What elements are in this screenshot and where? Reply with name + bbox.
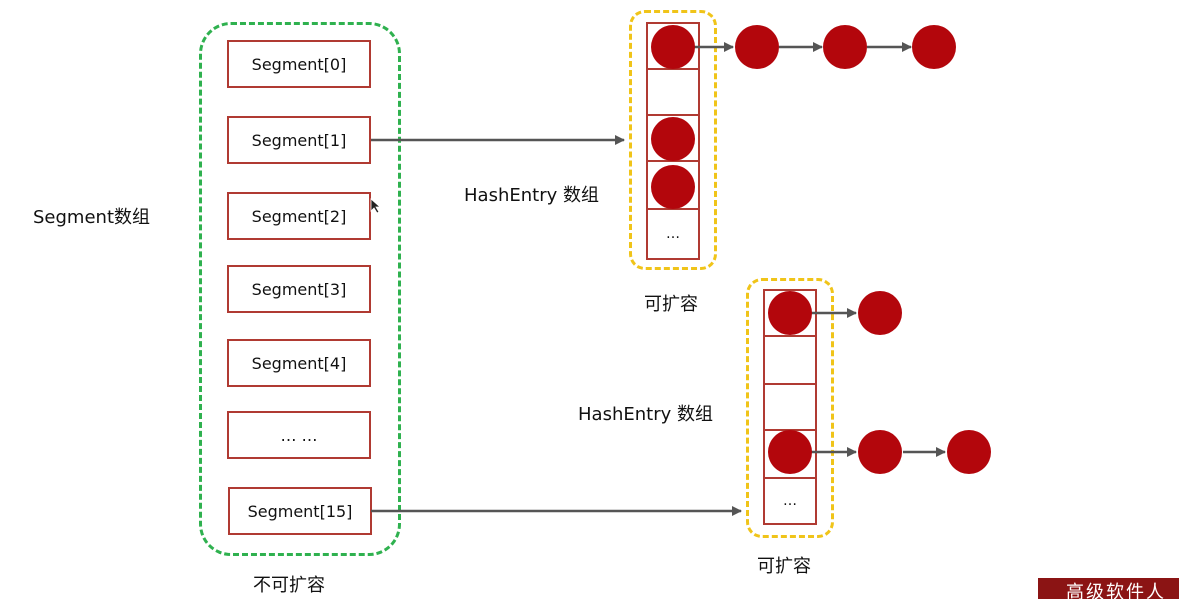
bucket-ellipsis: … xyxy=(763,477,817,525)
mouse-cursor-icon xyxy=(370,198,382,214)
bucket-ellipsis: … xyxy=(646,208,700,260)
segment-array-label: Segment数组 xyxy=(33,207,150,228)
segment-2: Segment[2] xyxy=(227,192,371,240)
hashentry-node xyxy=(735,25,779,69)
hashentry-bottom-array: … xyxy=(763,289,817,525)
hashentry-top-boundary xyxy=(629,10,717,270)
hashentry-top-caption: 可扩容 xyxy=(644,294,698,315)
segment-array-caption: 不可扩容 xyxy=(253,575,325,596)
hashentry-node xyxy=(651,165,695,209)
hashentry-bottom-caption: 可扩容 xyxy=(757,556,811,577)
hashentry-node xyxy=(651,25,695,69)
hashentry-node xyxy=(858,291,902,335)
hashentry-node xyxy=(651,117,695,161)
segment-1: Segment[1] xyxy=(227,116,371,164)
segment-ellipsis: … … xyxy=(227,411,371,459)
hashentry-node xyxy=(768,430,812,474)
segment-15: Segment[15] xyxy=(228,487,372,535)
hashentry-bottom-label: HashEntry 数组 xyxy=(578,404,713,425)
hashentry-top-label: HashEntry 数组 xyxy=(464,185,599,206)
segment-3: Segment[3] xyxy=(227,265,371,313)
brand-ribbon: 高级软件人 xyxy=(1038,578,1179,599)
hashentry-node xyxy=(912,25,956,69)
hashentry-node xyxy=(768,291,812,335)
hashentry-node xyxy=(947,430,991,474)
hashentry-node xyxy=(823,25,867,69)
segment-array-boundary xyxy=(199,22,401,556)
segment-4: Segment[4] xyxy=(227,339,371,387)
bucket xyxy=(763,383,817,431)
segment-0: Segment[0] xyxy=(227,40,371,88)
hashentry-bottom-boundary xyxy=(746,278,834,538)
hashentry-node xyxy=(858,430,902,474)
